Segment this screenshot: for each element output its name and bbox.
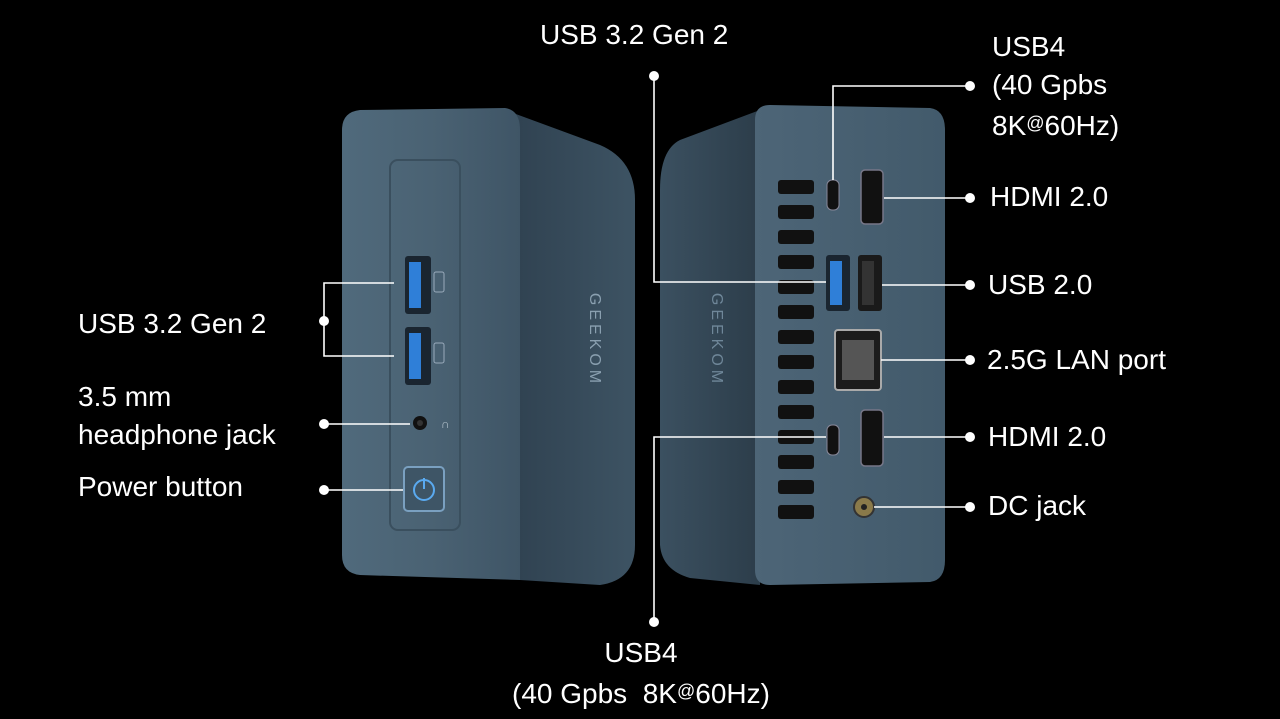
leader-lines — [323, 76, 970, 622]
label-dc: DC jack — [988, 490, 1087, 521]
label-hdmi-bottom: HDMI 2.0 — [988, 421, 1107, 452]
label-top-usb32: USB 3.2 Gen 2 — [540, 19, 729, 50]
brand-logo-rear: GEEKOM — [708, 293, 725, 387]
at-symbol: @ — [676, 681, 696, 701]
line-top-usb4 — [832, 85, 970, 180]
leader-dots — [319, 71, 975, 627]
label-usb2: USB 2.0 — [988, 269, 1093, 300]
right-unit-side-panel — [660, 110, 760, 585]
hdmi-port-bottom — [860, 409, 884, 467]
label-bottom-usb4: USB4 (40 Gpbs 8K@60Hz) — [512, 637, 770, 709]
mini-pc-rear-view: GEEKOM — [660, 105, 945, 585]
brand-logo: GEEKOM — [586, 293, 603, 387]
hdmi-port-top — [860, 169, 884, 225]
power-button — [403, 466, 445, 512]
label-hdmi-top: HDMI 2.0 — [990, 181, 1109, 212]
front-usb-port-2 — [405, 327, 445, 385]
label-lan: 2.5G LAN port — [987, 344, 1166, 375]
label-headphone: 3.5 mm headphone jack — [78, 381, 276, 450]
usb4-port-top — [826, 179, 840, 211]
dc-jack-pin — [861, 504, 867, 510]
lan-port-insert — [842, 340, 874, 380]
front-usb-port-1 — [405, 256, 445, 314]
left-unit-side-panel — [505, 110, 635, 585]
line-top-usb32 — [653, 76, 826, 283]
mini-pc-front-view: GEEKOM ∩ — [342, 108, 635, 585]
rear-usb32-port-insert — [830, 261, 842, 305]
label-top-usb4: USB4 (40 Gpbs 8K@60Hz) — [992, 31, 1120, 141]
usb2-port-insert — [862, 261, 874, 305]
left-unit-front-inset — [389, 159, 461, 531]
headphone-jack: ∩ — [413, 416, 450, 431]
usb4-port-bottom — [826, 424, 840, 456]
label-power: Power button — [78, 471, 243, 502]
svg-text:∩: ∩ — [441, 417, 450, 431]
label-left-usb32: USB 3.2 Gen 2 — [78, 308, 267, 339]
at-symbol: @ — [1026, 113, 1045, 133]
line-bottom-usb4 — [653, 436, 826, 622]
vent-grille — [778, 180, 814, 519]
